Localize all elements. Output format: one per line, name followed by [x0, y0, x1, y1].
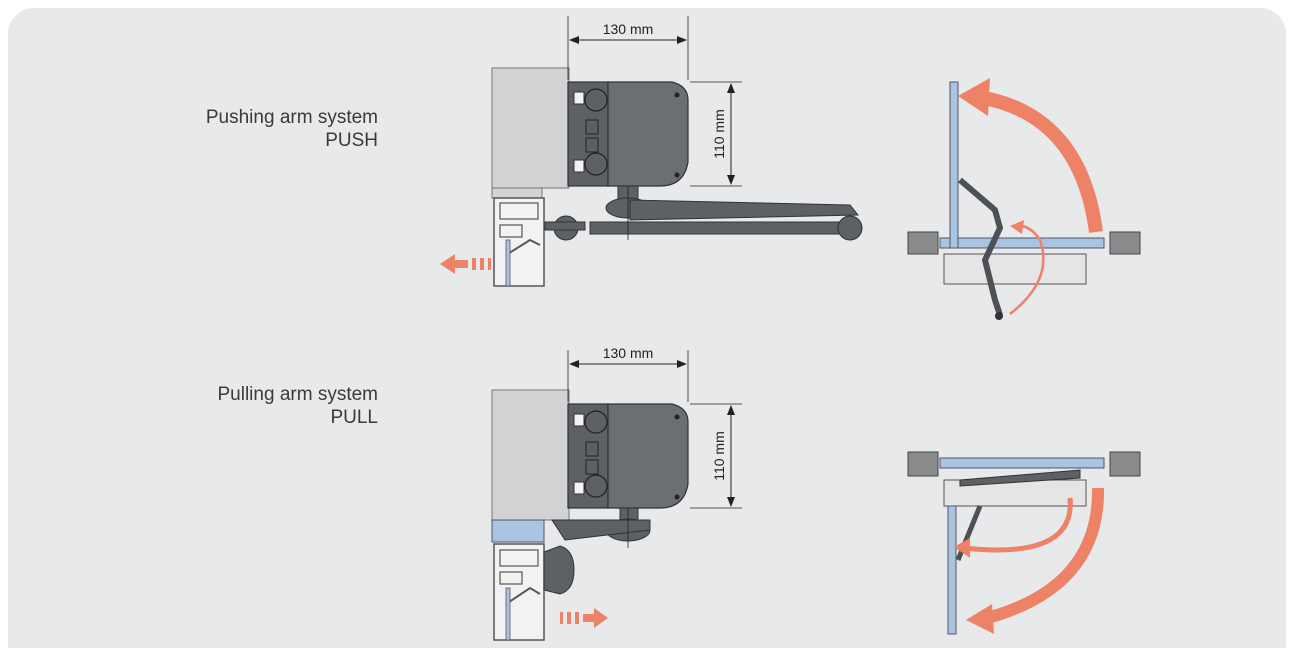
- push-movement-arrow: [440, 254, 491, 274]
- push-height-dimension: 110 mm: [711, 109, 727, 159]
- push-code: PUSH: [325, 130, 378, 151]
- push-title: Pushing arm system: [205, 107, 378, 128]
- push-arm: [544, 185, 863, 241]
- push-top-view: [907, 78, 1141, 320]
- push-wall-header: [491, 67, 570, 189]
- pull-code: PULL: [330, 407, 378, 428]
- pull-width-dimension: 130 mm: [603, 345, 654, 361]
- push-operator-body: [567, 81, 689, 187]
- pull-height-dimension: 110 mm: [711, 431, 727, 481]
- pull-section-label: Pulling arm system PULL: [78, 383, 379, 429]
- push-door-profile: [493, 197, 545, 287]
- push-side-view: 130 mm 110 mm: [440, 16, 863, 287]
- pull-title: Pulling arm system: [217, 384, 379, 405]
- pull-operator-body: [567, 403, 689, 509]
- push-width-dimension: 130 mm: [603, 21, 654, 37]
- pull-wall-header: [491, 389, 570, 521]
- pull-door-profile: [493, 543, 575, 641]
- pull-movement-arrow: [560, 608, 608, 628]
- pull-side-view: 130 mm 110 mm: [491, 345, 742, 641]
- pull-arm: [551, 507, 651, 542]
- pull-top-view: [907, 451, 1141, 635]
- push-section-label: Pushing arm system PUSH: [78, 106, 378, 152]
